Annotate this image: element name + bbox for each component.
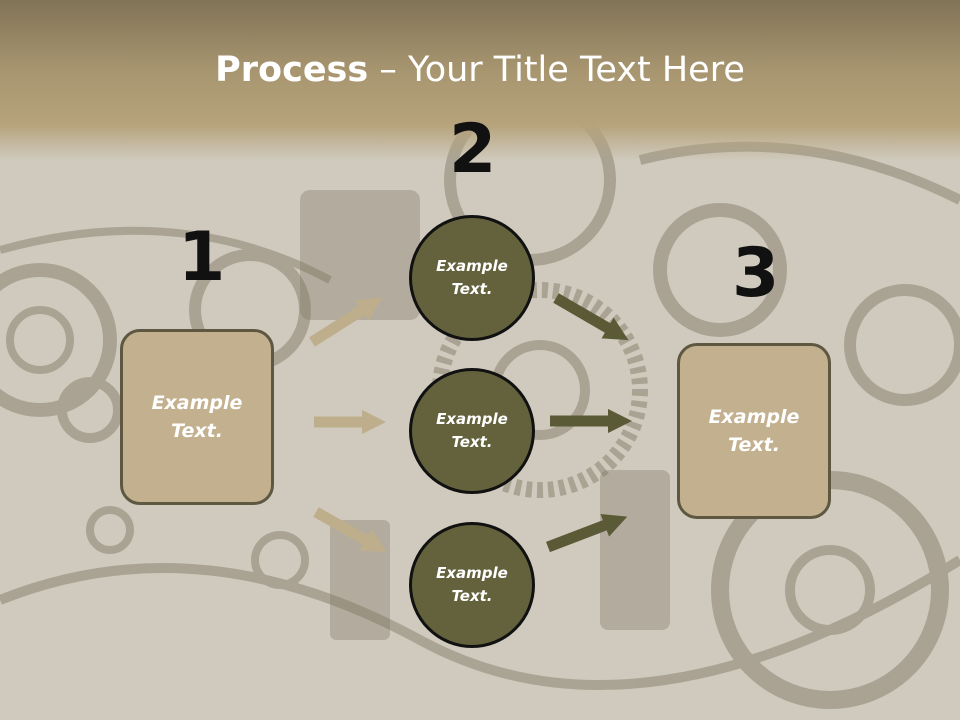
slide-title-bold: Process [215,50,369,90]
step-number-2: 2 [449,110,497,189]
step-number-3: 3 [732,234,780,313]
process-circle-2: Example Text. [409,368,535,494]
process-circle-1: Example Text. [409,215,535,341]
arrow-from-circle-1 [553,293,629,341]
left-step-box: Example Text. [120,329,274,505]
slide-title: Process – Your Title Text Here [0,50,960,90]
slide-title-rest: – Your Title Text Here [368,50,745,90]
arrow-to-circle-3 [313,507,387,552]
right-step-box: Example Text. [677,343,831,519]
process-circle-2-text: Example Text. [436,409,508,451]
left-step-box-text: Example Text. [151,391,243,443]
process-circle-1-text: Example Text. [436,256,508,298]
title-band [0,0,960,160]
process-circle-3: Example Text. [409,522,535,648]
step-number-1: 1 [178,218,226,297]
arrow-to-circle-1 [309,297,383,347]
process-circle-3-text: Example Text. [436,563,508,605]
arrow-from-circle-3 [546,514,628,553]
right-step-box-text: Example Text. [708,405,800,457]
